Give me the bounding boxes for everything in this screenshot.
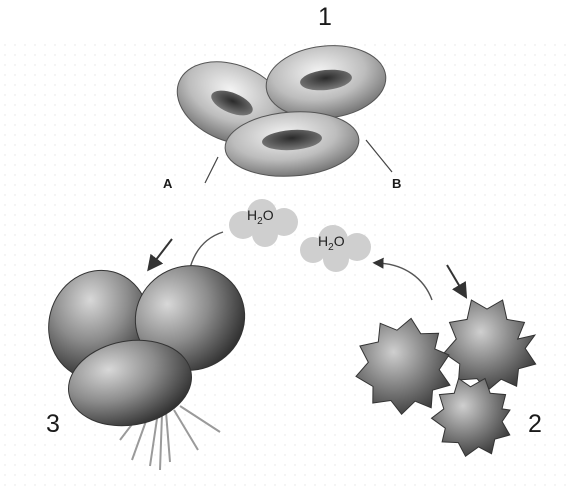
water-label-right: H2O <box>318 233 345 253</box>
water-label-left: H2O <box>247 207 274 227</box>
stage-3-label: 3 <box>46 410 60 439</box>
point-b-label: B <box>392 176 401 191</box>
stage-2-label: 2 <box>528 410 542 439</box>
stage-1-label: 1 <box>318 3 332 32</box>
point-a-label: A <box>163 176 172 191</box>
